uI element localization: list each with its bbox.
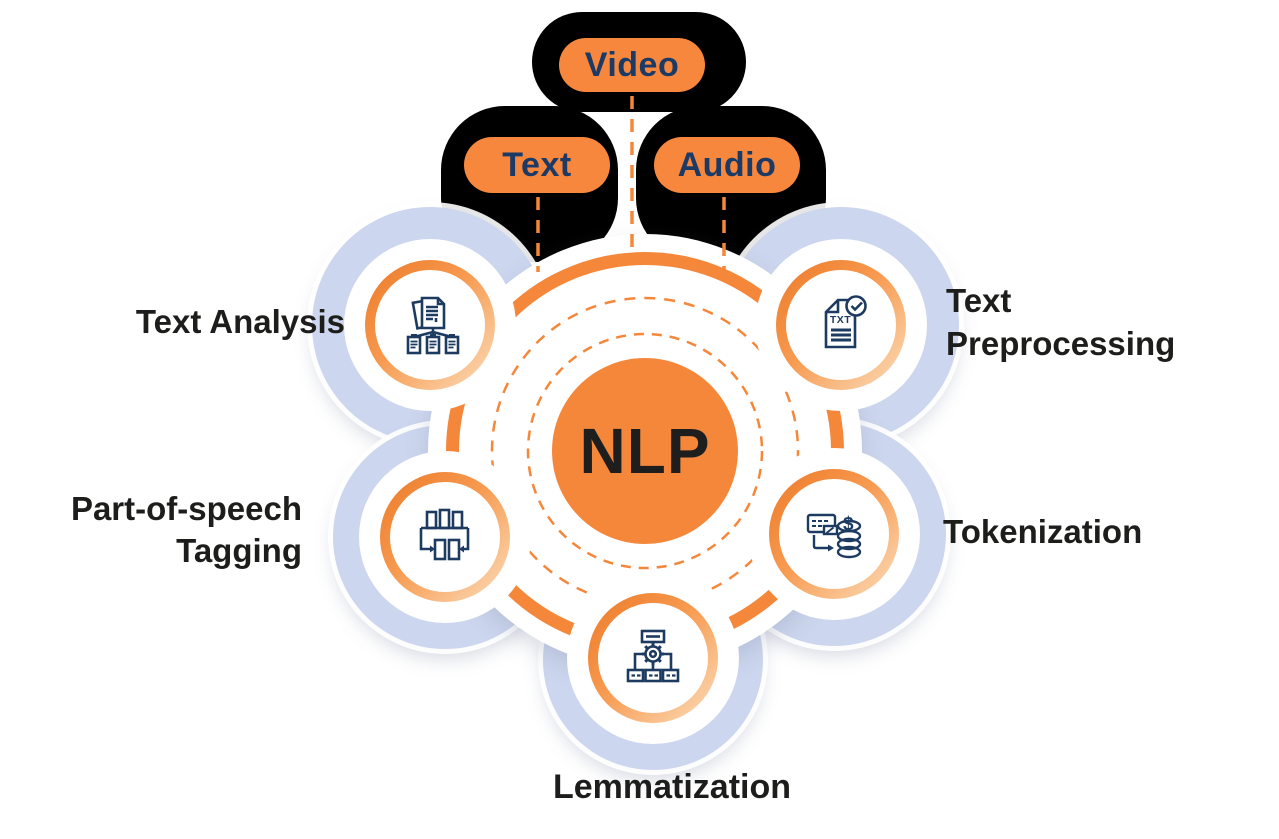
node-tokenization: $ — [748, 448, 920, 620]
label-tokenization: Tokenization — [943, 511, 1142, 553]
input-pill-text: Text — [464, 137, 610, 193]
svg-text:$: $ — [843, 514, 854, 535]
input-pill-video-label: Video — [584, 45, 680, 84]
node-ring: TXT — [776, 260, 906, 390]
token-blocks-icon — [419, 508, 470, 561]
label-line: Preprocessing — [946, 325, 1176, 362]
txt-label: TXT — [830, 314, 851, 326]
input-pill-text-label: Text — [502, 145, 572, 184]
label-line: Tagging — [176, 532, 302, 569]
label-line: Text Analysis — [135, 303, 345, 340]
center-label: NLP — [579, 415, 711, 487]
documents-tree-icon — [406, 296, 460, 355]
txt-document-check-icon: TXT — [824, 295, 867, 349]
label-line: Text — [946, 282, 1012, 319]
node-text-preprocessing: TXT — [755, 239, 927, 411]
node-inner: $ — [779, 479, 889, 589]
input-pill-video: Video — [559, 38, 705, 92]
node-inner — [375, 270, 485, 380]
input-pill-audio-label: Audio — [677, 145, 777, 184]
label-part-of-speech-tagging: Part-of-speech Tagging — [71, 488, 302, 572]
label-line: Lemmatization — [552, 768, 792, 806]
input-pill-audio: Audio — [654, 137, 800, 193]
node-lemmatization — [567, 572, 739, 744]
node-inner — [598, 603, 708, 713]
card-to-coins-icon: $ — [806, 513, 862, 559]
node-ring — [380, 472, 510, 602]
node-ring — [588, 593, 718, 723]
node-part-of-speech — [359, 451, 531, 623]
node-inner: TXT — [786, 270, 896, 380]
node-text-analysis — [344, 239, 516, 411]
node-ring: $ — [769, 469, 899, 599]
label-text-analysis: Text Analysis — [136, 301, 345, 343]
label-line: Tokenization — [943, 513, 1143, 550]
label-lemmatization: Lemmatization — [432, 766, 912, 808]
label-line: Part-of-speech — [70, 490, 302, 527]
hierarchy-gear-icon — [626, 629, 680, 683]
node-inner — [390, 482, 500, 592]
node-ring — [365, 260, 495, 390]
label-text-preprocessing: Text Preprocessing — [946, 279, 1175, 365]
